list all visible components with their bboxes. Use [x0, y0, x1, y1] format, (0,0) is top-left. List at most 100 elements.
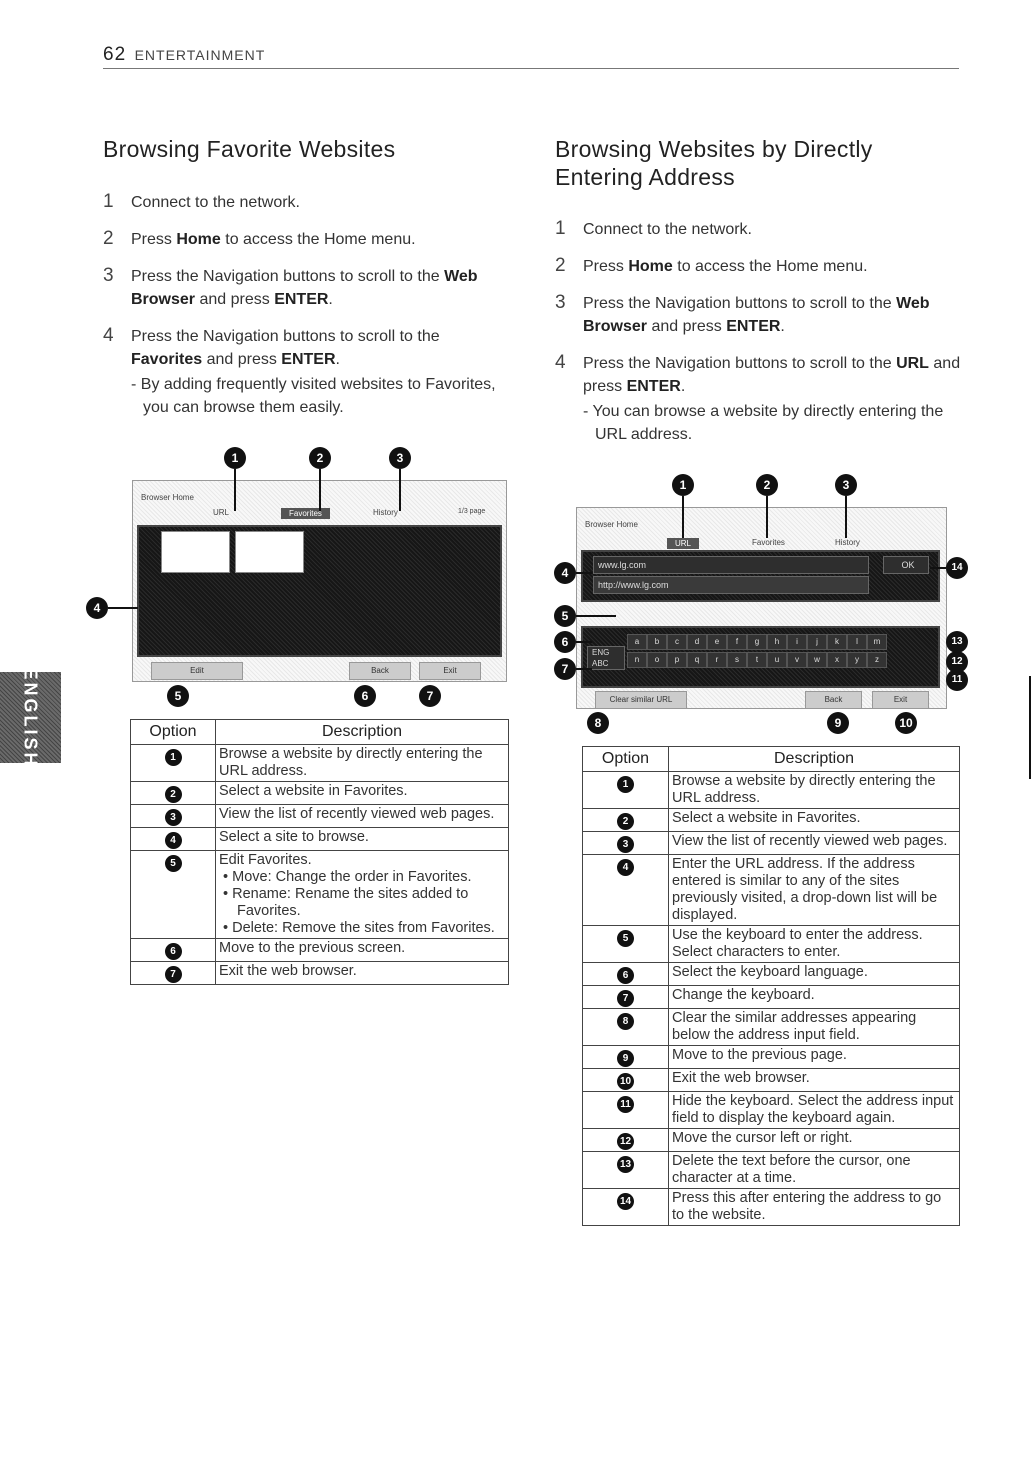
- keyboard-key: a: [627, 634, 647, 650]
- keyboard-key: m: [867, 634, 887, 650]
- favorite-thumbnail: [235, 531, 304, 573]
- back-button: Back: [349, 662, 411, 680]
- keyboard-key: v: [787, 652, 807, 668]
- callout-leader: [576, 615, 616, 617]
- clear-similar-url-button: Clear similar URL: [595, 691, 687, 708]
- exit-button: Exit: [872, 691, 929, 708]
- keyboard-key: u: [767, 652, 787, 668]
- callout-12: 12: [946, 651, 968, 673]
- callout-11: 11: [946, 669, 968, 691]
- browser-home-label: Browser Home: [585, 520, 638, 529]
- left-section-title: Browsing Favorite Websites: [103, 136, 396, 162]
- callout-8: 8: [587, 712, 609, 734]
- keyboard-key: x: [827, 652, 847, 668]
- tab-url: URL: [667, 538, 700, 549]
- keyboard-key: l: [847, 634, 867, 650]
- callout-leader: [930, 567, 946, 569]
- keyboard-key: k: [827, 634, 847, 650]
- keyboard-key: b: [647, 634, 667, 650]
- keyboard-key: h: [767, 634, 787, 650]
- keyboard-key: e: [707, 634, 727, 650]
- url-panel: www.lg.com http://www.lg.com OK: [581, 550, 940, 602]
- keyboard-key: g: [747, 634, 767, 650]
- callout-14: 14: [946, 557, 968, 579]
- keyboard-key: c: [667, 634, 687, 650]
- callout-10: 10: [895, 712, 917, 734]
- favorite-thumbnail: [161, 531, 230, 573]
- callout-9: 9: [827, 712, 849, 734]
- callout-2: 2: [309, 447, 331, 469]
- callout-leader: [319, 469, 321, 511]
- callout-4: 4: [554, 562, 576, 584]
- callout-1: 1: [672, 474, 694, 496]
- keyboard-key: z: [867, 652, 887, 668]
- url-input: www.lg.com: [593, 556, 869, 574]
- callout-5: 5: [554, 605, 576, 627]
- keyboard-key: t: [747, 652, 767, 668]
- tab-favorites: Favorites: [281, 508, 330, 519]
- callout-leader: [682, 496, 684, 538]
- tab-history: History: [835, 538, 860, 547]
- callout-13: 13: [946, 631, 968, 653]
- callout-leader: [766, 496, 768, 538]
- callout-leader: [234, 469, 236, 511]
- callout-leader: [576, 668, 592, 670]
- keyboard-key: p: [667, 652, 687, 668]
- keyboard-key: r: [707, 652, 727, 668]
- tab-history: History: [373, 508, 398, 517]
- callout-7: 7: [419, 685, 441, 707]
- right-section-title: Browsing Websites by Directly Entering A…: [555, 136, 873, 190]
- favorites-panel: [137, 525, 502, 657]
- url-entry-screenshot: Browser Home URL Favorites History www.l…: [576, 507, 947, 709]
- tab-url: URL: [213, 508, 230, 517]
- description-header: Description: [215, 719, 509, 745]
- favorites-screenshot: Browser Home URL Favorites History 1/3 p…: [132, 480, 507, 682]
- description-header: Description: [668, 746, 960, 772]
- back-button: Back: [805, 691, 862, 708]
- page-header: 62 ENTERTAINMENT: [103, 44, 959, 69]
- callout-5: 5: [167, 685, 189, 707]
- browser-home-label: Browser Home: [141, 493, 194, 502]
- callout-leader: [576, 641, 592, 643]
- tab-favorites: Favorites: [752, 538, 785, 547]
- keyboard-key: y: [847, 652, 867, 668]
- callout-2: 2: [756, 474, 778, 496]
- callout-leader: [576, 572, 592, 574]
- callout-7: 7: [554, 658, 576, 680]
- language-side-tab: ENGLISH: [0, 667, 61, 769]
- callout-leader: [399, 469, 401, 511]
- keyboard-key: w: [807, 652, 827, 668]
- callout-6: 6: [554, 631, 576, 653]
- callout-1: 1: [224, 447, 246, 469]
- keyboard-key: o: [647, 652, 667, 668]
- edit-button: Edit: [151, 662, 243, 680]
- page-number: 62: [103, 44, 127, 65]
- url-suggestion: http://www.lg.com: [593, 576, 869, 594]
